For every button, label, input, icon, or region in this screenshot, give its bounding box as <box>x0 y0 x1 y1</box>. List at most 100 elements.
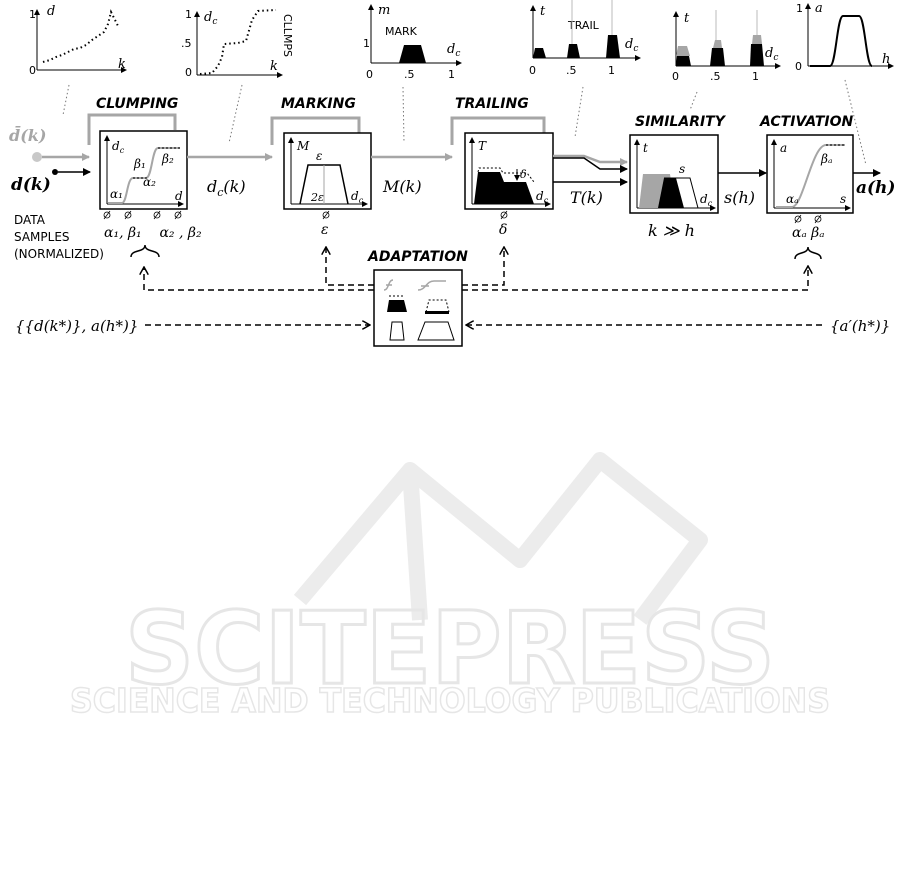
mini-plot-clumps: 1 .5 0 dc k CLLMPS <box>181 8 294 79</box>
y-axis-label: dc <box>112 139 125 155</box>
s-label: s <box>679 162 685 176</box>
x-tick-label: .5 <box>566 64 577 77</box>
feedback-left-label: {{d(k*)}, a(h*)} <box>15 317 138 335</box>
alpha1-label: α₁ <box>110 187 123 201</box>
feedback-arrows <box>144 247 822 325</box>
y-tick-label: 0 <box>185 66 192 79</box>
mini-plot-raw-data: 1 0 d k <box>29 4 127 77</box>
data-samples-line: (NORMALIZED) <box>14 247 104 261</box>
stage-title-activation: ACTIVATION <box>759 114 853 130</box>
k-gg-h-label: k ≫ h <box>648 221 695 240</box>
mini-plot-trail: t TRAIL dc 0 .5 1 <box>529 0 641 77</box>
y-axis-label: t <box>643 141 648 155</box>
stage-title-clumping: CLUMPING <box>96 96 178 112</box>
delta-label: δ <box>520 168 527 181</box>
x-axis-label: dc <box>351 189 364 205</box>
x-tick-label: .5 <box>710 70 721 83</box>
adaptation-block <box>373 269 463 347</box>
plot-label: MARK <box>385 25 418 38</box>
stage-title-similarity: SIMILARITY <box>635 114 727 130</box>
gray-shape <box>713 40 722 48</box>
d-label: d(k) <box>11 175 51 195</box>
beta1-label: β₁ <box>133 157 146 171</box>
activation-curve <box>810 15 873 67</box>
x-axis-label: dc <box>625 37 638 54</box>
gray-shape <box>676 46 690 56</box>
data-series <box>42 9 120 63</box>
y-tick-label: .5 <box>181 37 192 50</box>
stage-title-adaptation: ADAPTATION <box>367 249 468 265</box>
d-bar-label: d̄(k) <box>9 125 46 145</box>
x-tick-label: 1 <box>448 68 455 81</box>
activation-params: αₐ βₐ <box>792 225 825 241</box>
black-shape <box>750 44 764 66</box>
epsilon-label: ε <box>316 149 322 163</box>
y-axis-label: M <box>296 139 310 153</box>
watermark-title: SCITEPRESS <box>125 590 775 707</box>
alpha-a-label: αₐ <box>786 192 799 206</box>
clumping-block: dc d β₁ β₂ α₁ α₂ α₁, β₁ α₂ , β₂ <box>87 113 202 258</box>
data-samples-note: DATA SAMPLES (NORMALIZED) <box>14 213 104 261</box>
data-samples-line: DATA <box>14 213 46 227</box>
y-axis-label: a <box>815 1 823 16</box>
y-tick-label: 1 <box>29 8 36 21</box>
black-shape <box>676 56 691 66</box>
stage-title-trailing: TRAILING <box>455 96 529 112</box>
y-tick-label: 0 <box>29 64 36 77</box>
marking-param: ε <box>321 222 329 238</box>
y-axis-label: dc <box>204 10 217 27</box>
y-tick-label: 0 <box>795 60 802 73</box>
y-axis-label: t <box>684 11 690 26</box>
plot-label: TRAIL <box>567 19 600 32</box>
beta-a-label: βₐ <box>820 152 832 166</box>
mini-plot-mark: m MARK 1 dc 0 .5 1 <box>363 3 462 81</box>
watermark: SCITEPRESS SCIENCE AND TECHNOLOGY PUBLIC… <box>69 452 831 721</box>
data-samples-line: SAMPLES <box>14 230 70 244</box>
x-axis-label: d <box>175 189 183 203</box>
mark-shape <box>399 45 426 63</box>
y-tick-label: 1 <box>363 37 370 50</box>
y-axis-label: a <box>780 141 787 155</box>
trail-shape <box>533 48 546 58</box>
x-axis-label: dc <box>765 46 778 63</box>
trailing-block: T δ dc δ <box>450 116 554 238</box>
black-shape <box>710 48 725 66</box>
activation-block: a βₐ αₐ s αₐ βₐ <box>766 134 854 260</box>
watermark-book-logo <box>293 452 708 625</box>
y-axis-label: d <box>47 4 55 19</box>
x-tick-label: 1 <box>608 64 615 77</box>
trail-shape <box>567 44 580 58</box>
x-tick-label: 0 <box>672 70 679 83</box>
watermark-subtitle: SCIENCE AND TECHNOLOGY PUBLICATIONS <box>70 681 830 720</box>
input-d: d(k) <box>11 168 91 195</box>
x-axis-label: dc <box>700 192 713 208</box>
x-axis-label: dc <box>536 189 549 205</box>
beta2-label: β₂ <box>161 152 174 166</box>
leader-lines <box>62 79 867 166</box>
s-signal-label: s(h) <box>724 188 755 207</box>
trail-shape <box>606 35 620 58</box>
input-dbar: d̄(k) <box>9 125 90 162</box>
gray-shape <box>752 35 762 44</box>
x-axis-label: h <box>882 52 890 67</box>
a-output-label: a(h) <box>856 178 895 198</box>
y-tick-label: 1 <box>796 2 803 15</box>
x-axis-label: dc <box>447 42 460 59</box>
two-epsilon-label: 2ε <box>310 191 324 204</box>
x-axis-label: k <box>270 59 278 74</box>
x-tick-label: 0 <box>366 68 373 81</box>
y-tick-label: 1 <box>185 8 192 21</box>
x-axis-label: k <box>118 57 126 72</box>
feedback-right-label: {a′(h*)} <box>830 317 890 335</box>
marking-block: M ε 2ε dc ε <box>270 116 372 238</box>
stage-title-marking: MARKING <box>281 96 356 112</box>
x-axis-label: s <box>840 192 846 206</box>
mini-plot-similarity: t dc 0 .5 1 <box>672 10 781 83</box>
x-tick-label: 1 <box>752 70 759 83</box>
M-signal-label: M(k) <box>382 177 422 196</box>
x-tick-label: 0 <box>529 64 536 77</box>
clumping-params: α₁, β₁ α₂ , β₂ <box>104 225 202 241</box>
y-axis-label: t <box>540 4 546 19</box>
plot-label: CLLMPS <box>281 14 294 57</box>
